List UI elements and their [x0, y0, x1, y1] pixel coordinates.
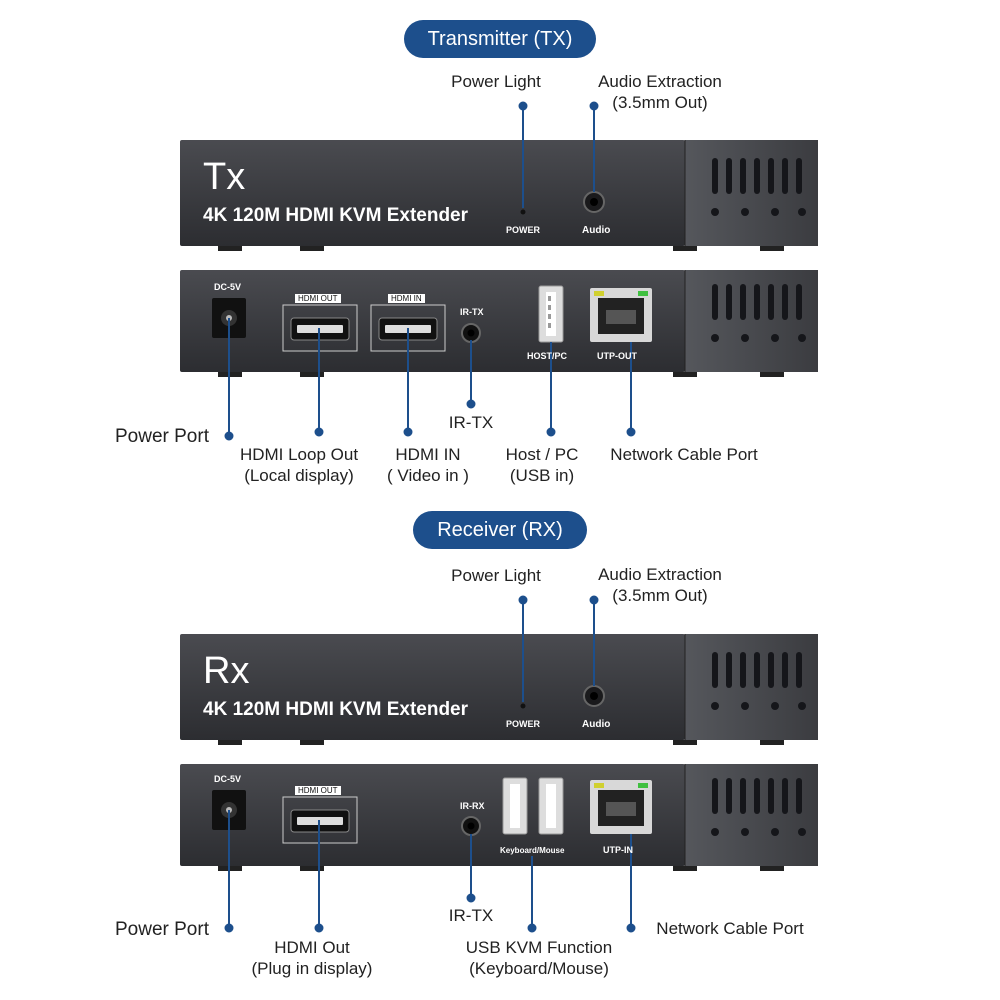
tx-audio-mark: Audio: [582, 225, 611, 236]
tx-front-vents: [711, 158, 806, 216]
rx-utp-mark: UTP-IN: [603, 845, 633, 855]
tx-dc-mark: DC-5V: [214, 282, 242, 292]
tx-callout-power-port: Power Port: [115, 426, 209, 447]
tx-ir-mark: IR-TX: [460, 307, 484, 317]
tx-front-unit: [180, 140, 818, 251]
tx-callout-power-light: Power Light: [451, 72, 541, 91]
rx-ir-mark: IR-RX: [460, 801, 485, 811]
tx-callout-host: Host / PC(USB in): [505, 445, 579, 485]
rx-rear-unit: [180, 764, 818, 871]
rx-callout-usb: USB KVM Function(Keyboard/Mouse): [465, 938, 613, 978]
rx-model-label: Rx: [203, 650, 250, 692]
rx-front-unit: [180, 634, 818, 745]
rx-callout-audio: Audio Extraction(3.5mm Out): [598, 565, 722, 605]
rx-product-name: 4K 120M HDMI KVM Extender: [203, 699, 469, 720]
rx-power-led: [520, 703, 526, 709]
tx-rear-unit: [180, 270, 818, 377]
tx-callout-audio: Audio Extraction(3.5mm Out): [598, 72, 722, 112]
rx-callout-lines: [224, 595, 636, 933]
rx-callout-power-light: Power Light: [451, 566, 541, 585]
rx-title: Receiver (RX): [437, 519, 563, 541]
rx-callout-ir: IR-TX: [448, 906, 494, 925]
tx-hdmi-out-mark: HDMI OUT: [295, 294, 341, 303]
rx-callout-power-port: Power Port: [115, 919, 209, 940]
tx-power-led: [520, 209, 526, 215]
rx-title-badge: Receiver (RX): [413, 511, 587, 549]
tx-hdmi-in-mark: HDMI IN: [388, 294, 425, 303]
tx-callout-hdmi-loop: HDMI Loop Out(Local display): [239, 445, 359, 485]
rx-power-mark: POWER: [506, 719, 541, 729]
rx-callout-network: Network Cable Port: [656, 919, 804, 938]
rx-hdmi-out-mark: HDMI OUT: [295, 786, 341, 795]
tx-callout-network: Network Cable Port: [610, 445, 758, 464]
tx-callout-ir: IR-TX: [448, 413, 494, 432]
tx-utp-mark: UTP-OUT: [597, 351, 637, 361]
tx-callout-hdmi-in: HDMI IN( Video in ): [387, 445, 469, 485]
tx-title: Transmitter (TX): [427, 28, 573, 50]
rx-audio-mark: Audio: [582, 719, 611, 730]
tx-callout-lines: [224, 101, 636, 441]
rx-usb-mark: Keyboard/Mouse: [500, 846, 565, 855]
tx-power-mark: POWER: [506, 225, 541, 235]
rx-dc-mark: DC-5V: [214, 774, 242, 784]
rx-callout-hdmi-out: HDMI Out(Plug in display): [251, 938, 373, 978]
tx-model-label: Tx: [203, 156, 246, 198]
tx-usb-mark: HOST/PC: [527, 351, 568, 361]
tx-title-badge: Transmitter (TX): [404, 20, 596, 58]
tx-product-name: 4K 120M HDMI KVM Extender: [203, 205, 469, 226]
